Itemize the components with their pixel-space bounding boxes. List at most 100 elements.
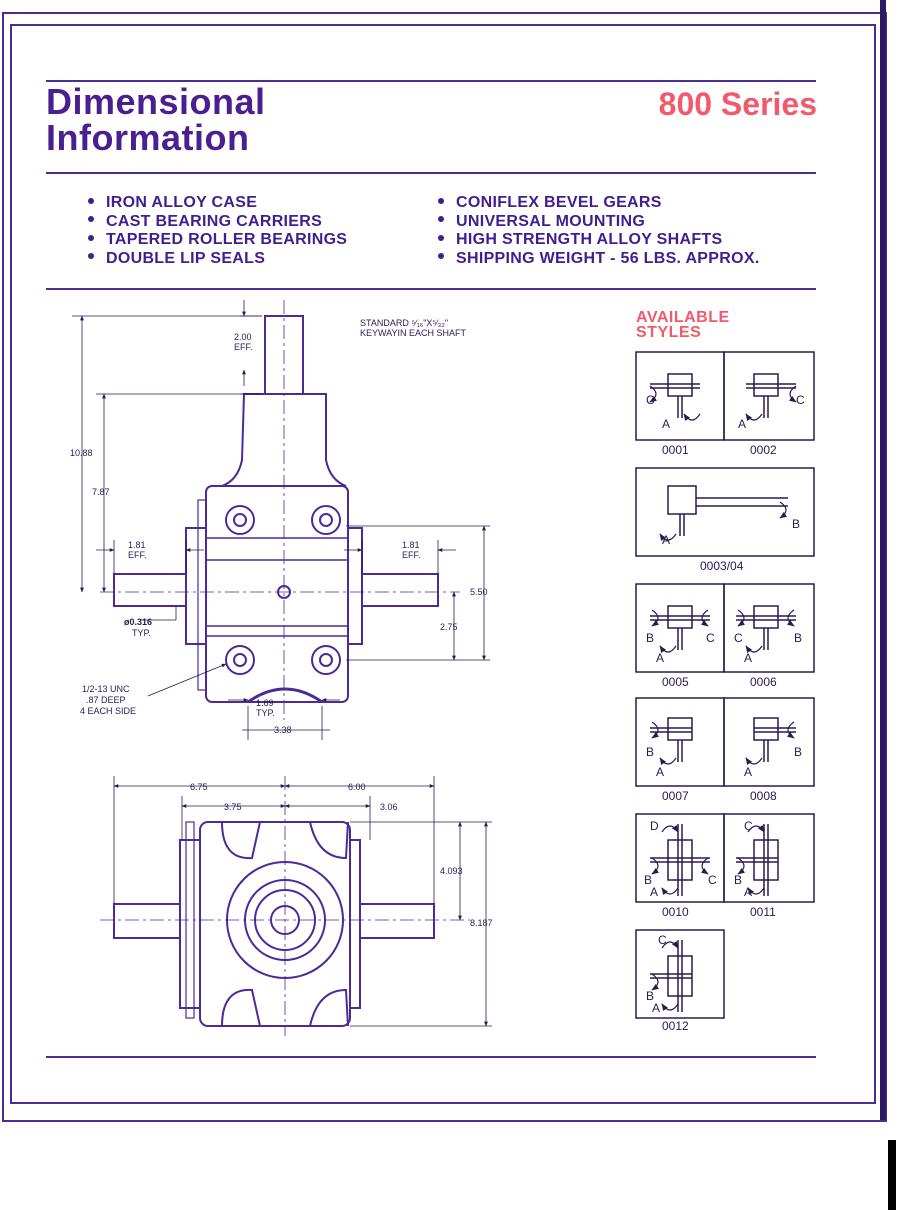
dim-label-3-75: 3.75 bbox=[224, 802, 242, 812]
letter-c: C bbox=[646, 393, 655, 407]
letter-c: C bbox=[708, 873, 717, 887]
feature-item: HIGH STRENGTH ALLOY SHAFTS bbox=[438, 231, 760, 250]
dim-label-6-00: 6.00 bbox=[348, 782, 366, 792]
feature-item: CONIFLEX BEVEL GEARS bbox=[438, 194, 760, 213]
dim-label-2-00: 2.00 bbox=[234, 332, 252, 342]
dim-label-1-81-left: 1.81 bbox=[128, 540, 146, 550]
style-code-0001: 0001 bbox=[662, 443, 689, 457]
scan-edge-mark bbox=[888, 1140, 896, 1210]
letter-a: A bbox=[738, 417, 746, 431]
letter-a: A bbox=[662, 533, 670, 547]
right-shaft bbox=[361, 573, 439, 607]
letter-a: A bbox=[744, 885, 752, 899]
letter-a: A bbox=[662, 417, 670, 431]
keyway-note-line-1: STANDARD ⁵⁄₁₆"X⁵⁄₃₂" bbox=[360, 318, 448, 328]
styles-heading: AVAILABLE STYLES bbox=[636, 309, 730, 341]
style-code-0007: 0007 bbox=[662, 789, 689, 803]
bullet-icon bbox=[88, 234, 94, 241]
page-inner-frame bbox=[10, 24, 876, 1104]
letter-b: B bbox=[644, 873, 652, 887]
letter-c: C bbox=[744, 819, 753, 833]
letter-d: D bbox=[650, 819, 659, 833]
dim-label-2-75: 2.75 bbox=[440, 622, 458, 632]
front-view bbox=[100, 300, 460, 720]
bullet-icon bbox=[88, 216, 94, 223]
rule-features bbox=[46, 288, 816, 290]
letter-b: B bbox=[734, 873, 742, 887]
feature-item: CAST BEARING CARRIERS bbox=[88, 213, 347, 232]
letter-b: B bbox=[792, 517, 800, 531]
style-code-0006: 0006 bbox=[750, 675, 777, 689]
top-left-shaft bbox=[113, 903, 181, 939]
letter-c: C bbox=[734, 631, 743, 645]
bullet-icon bbox=[438, 253, 444, 260]
rule-bottom bbox=[46, 1056, 816, 1058]
bullet-icon bbox=[88, 197, 94, 204]
style-code-0012: 0012 bbox=[662, 1019, 689, 1033]
letter-b: B bbox=[646, 745, 654, 759]
keyway-note-line-2: KEYWAYIN EACH SHAFT bbox=[360, 328, 467, 338]
bullet-icon bbox=[438, 216, 444, 223]
top-dimension-labels: 6.75 6.00 3.75 3.06 4.093 8.187 bbox=[190, 782, 493, 928]
feature-list-left: IRON ALLOY CASE CAST BEARING CARRIERS TA… bbox=[88, 194, 347, 268]
dim-label-8-187: 8.187 bbox=[470, 918, 493, 928]
left-shaft bbox=[113, 573, 187, 607]
dim-label-typ-left: TYP. bbox=[132, 628, 151, 638]
style-code-0010: 0010 bbox=[662, 905, 689, 919]
feature-item: IRON ALLOY CASE bbox=[88, 194, 347, 213]
tap-note-line-3: 4 EACH SIDE bbox=[80, 706, 136, 716]
letter-a: A bbox=[744, 651, 752, 665]
feature-item: SHIPPING WEIGHT - 56 LBS. APPROX. bbox=[438, 250, 760, 269]
style-letters: C A C A A B B C A C B A B A B A D B C A … bbox=[644, 393, 805, 1015]
style-code-0002: 0002 bbox=[750, 443, 777, 457]
letter-b: B bbox=[794, 745, 802, 759]
dim-label-10-88: 10.88 bbox=[70, 448, 93, 458]
style-code-0008: 0008 bbox=[750, 789, 777, 803]
dim-label-4-093: 4.093 bbox=[440, 866, 463, 876]
binding-edge bbox=[880, 0, 886, 1120]
dim-label-3-06: 3.06 bbox=[380, 802, 398, 812]
letter-b: B bbox=[794, 631, 802, 645]
letter-b: B bbox=[646, 989, 654, 1003]
rule-header bbox=[46, 172, 816, 174]
dim-label-7-87: 7.87 bbox=[92, 487, 110, 497]
style-glyphs bbox=[650, 373, 796, 1012]
letter-a: A bbox=[656, 765, 664, 779]
bullet-icon bbox=[438, 197, 444, 204]
top-view bbox=[100, 776, 470, 1036]
letter-a: A bbox=[656, 651, 664, 665]
style-code-0005: 0005 bbox=[662, 675, 689, 689]
main-body bbox=[205, 485, 349, 703]
dim-label-eff-right: EFF. bbox=[402, 550, 421, 560]
bullet-icon bbox=[438, 234, 444, 241]
title-line-2: Information bbox=[46, 117, 250, 158]
bullet-icon bbox=[88, 253, 94, 260]
dim-label-6-75: 6.75 bbox=[190, 782, 208, 792]
tap-note-line-1: 1/2-13 UNC bbox=[82, 684, 130, 694]
dim-label-5-50: 5.50 bbox=[470, 587, 488, 597]
styles-panel bbox=[635, 351, 815, 1019]
style-codes: 0001 0002 0003/04 0005 0006 0007 0008 00… bbox=[662, 443, 777, 1033]
dim-label-3-38: 3.38 bbox=[274, 725, 292, 735]
feature-item: DOUBLE LIP SEALS bbox=[88, 250, 347, 269]
feature-item: UNIVERSAL MOUNTING bbox=[438, 213, 760, 232]
tap-note-line-2: .87 DEEP bbox=[86, 695, 126, 705]
letter-c: C bbox=[796, 393, 805, 407]
front-dimensions bbox=[72, 300, 490, 740]
letter-a: A bbox=[744, 765, 752, 779]
title-line-1: Dimensional bbox=[46, 81, 266, 122]
letter-c: C bbox=[706, 631, 715, 645]
rule-top bbox=[46, 80, 816, 82]
dim-label-1-69: 1.69 bbox=[256, 698, 274, 708]
style-code-0011: 0011 bbox=[750, 905, 776, 919]
dim-label-eff-left: EFF. bbox=[128, 550, 147, 560]
page-title: Dimensional Information bbox=[46, 84, 266, 156]
dim-label-typ-bottom: TYP. bbox=[256, 708, 275, 718]
style-code-0003-04: 0003/04 bbox=[700, 559, 744, 573]
top-right-shaft bbox=[359, 903, 435, 939]
letter-a: A bbox=[650, 885, 658, 899]
feature-list-right: CONIFLEX BEVEL GEARS UNIVERSAL MOUNTING … bbox=[438, 194, 760, 268]
letter-c: C bbox=[658, 933, 667, 947]
letter-a: A bbox=[652, 1001, 660, 1015]
